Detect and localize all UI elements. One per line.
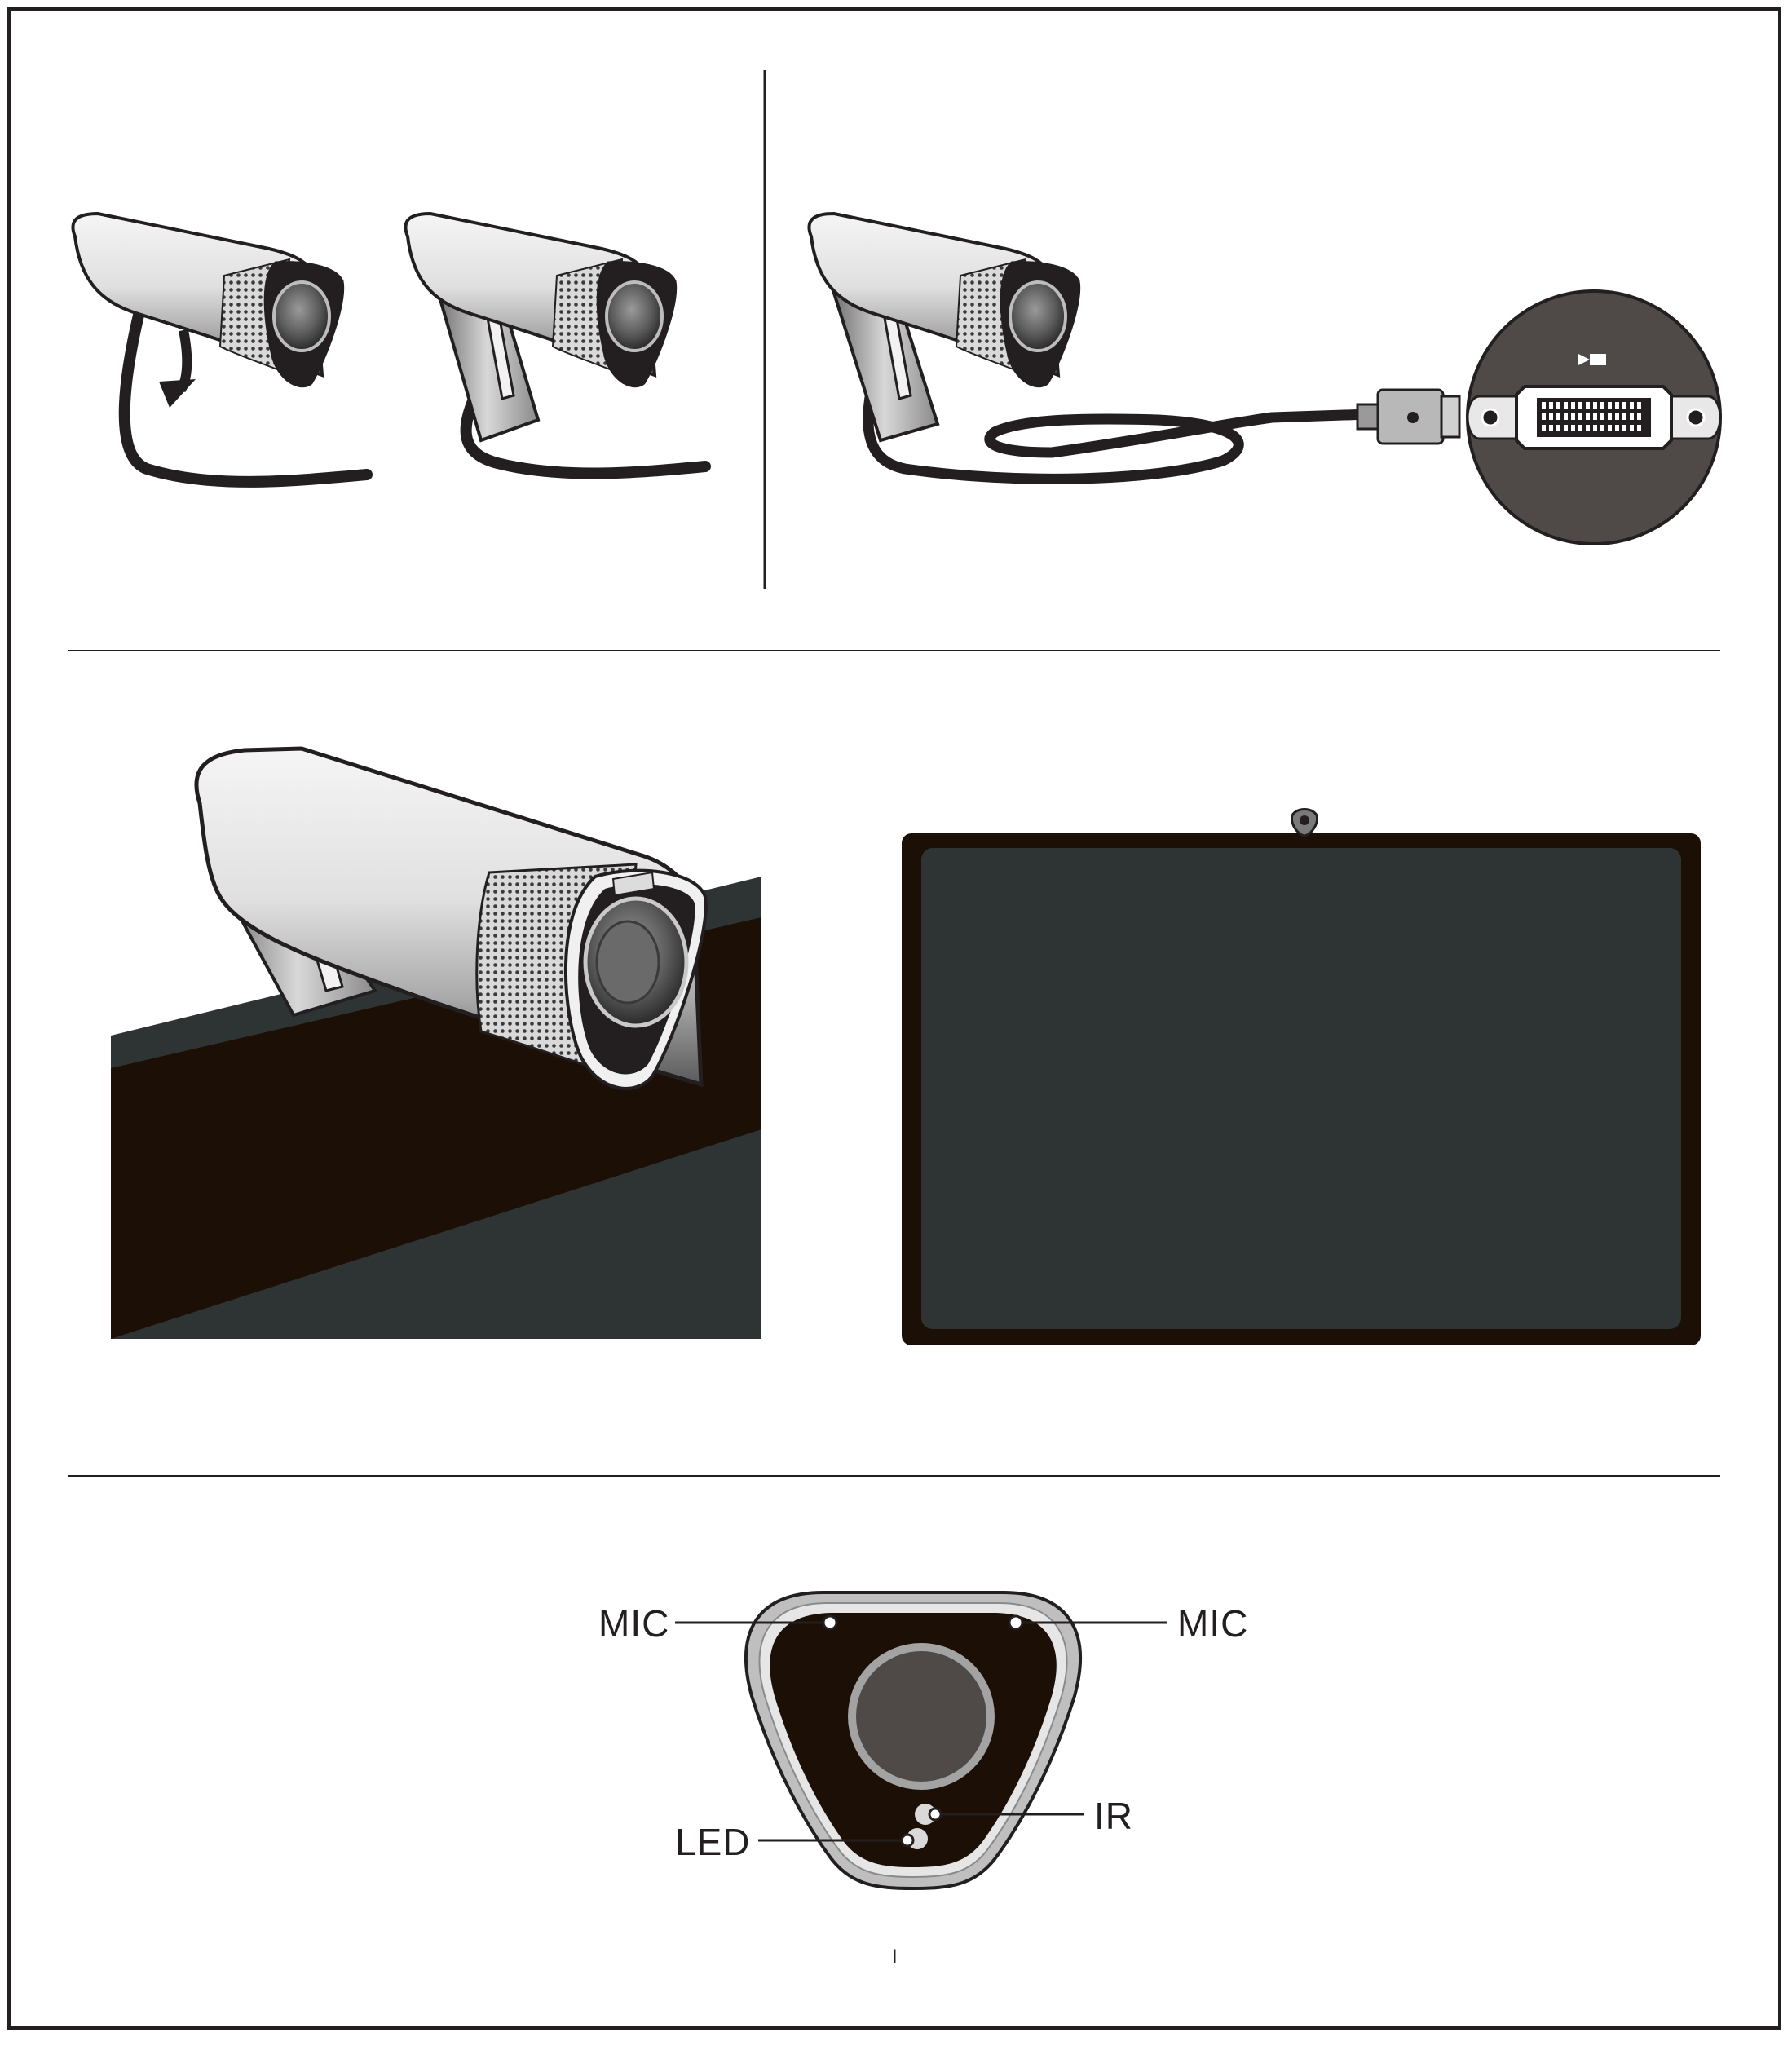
- camera-mounted-closeup-illustration: [111, 746, 761, 1339]
- mic-right-label: MIC: [1177, 1602, 1249, 1645]
- dvi-port-closeup: [1466, 289, 1722, 545]
- camera-icon: [1578, 354, 1606, 365]
- page-number: I: [892, 1946, 898, 1968]
- monitor-front-illustration: [902, 808, 1701, 1345]
- camera-stand-unfolded-illustration: [404, 211, 711, 479]
- mic-right-dot: [1008, 1614, 1024, 1631]
- led-label: LED: [675, 1821, 751, 1863]
- ir-label: IR: [1094, 1795, 1133, 1837]
- camera-cable-connection-illustration: [807, 211, 1461, 484]
- camera-stand-fold-illustration: [71, 211, 373, 488]
- ir-sensor: [915, 1804, 936, 1825]
- mic-left-dot: [822, 1614, 838, 1631]
- page-border: [7, 7, 1781, 2030]
- arrow-icon: [159, 379, 196, 408]
- mic-left-label: MIC: [598, 1602, 670, 1645]
- camera-front-face-diagram: [675, 1591, 1167, 1891]
